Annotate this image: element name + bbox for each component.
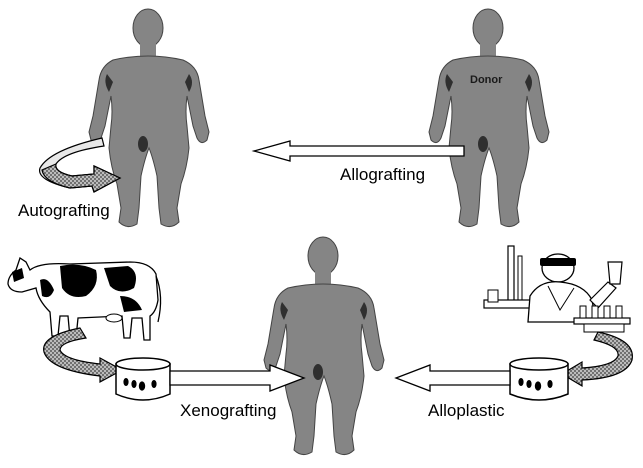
donor-human-silhouette-icon xyxy=(429,9,549,227)
human-silhouette-icon xyxy=(89,9,209,227)
scientist-in-lab-icon xyxy=(484,246,630,332)
cow-icon xyxy=(8,258,161,340)
alloplastic-label: Alloplastic xyxy=(428,401,505,420)
alloplastic-curved-arrow xyxy=(562,332,632,386)
xenografting-label: Xenografting xyxy=(180,401,276,420)
xenografting-arrow xyxy=(170,365,304,391)
allografting-label: Allografting xyxy=(340,165,425,184)
alloplastic-arrow xyxy=(396,365,510,391)
graft-container-icon xyxy=(510,358,568,400)
autografting-curved-arrow xyxy=(40,138,120,192)
recipient-human-silhouette-icon xyxy=(264,237,384,455)
graft-container-icon xyxy=(116,358,170,400)
autografting-label: Autografting xyxy=(18,201,110,220)
donor-label: Donor xyxy=(470,74,503,86)
xeno-curved-arrow xyxy=(44,328,122,382)
allografting-arrow xyxy=(254,141,464,161)
